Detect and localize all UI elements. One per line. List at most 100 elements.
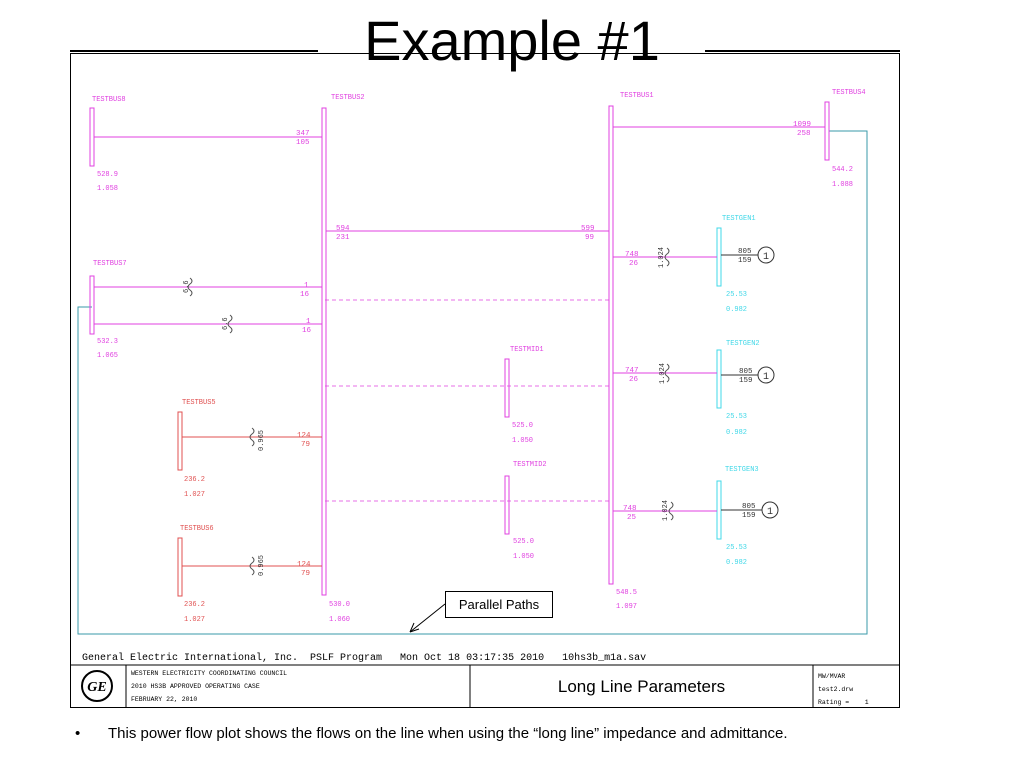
- generator-1-id: 1: [763, 252, 769, 263]
- info-rating: Rating = 1: [818, 699, 869, 706]
- flow-gen1-mw: 805: [738, 248, 752, 256]
- flow-b7-b2-b-mvar: 16: [302, 327, 312, 335]
- bus-testbus2[interactable]: [321, 107, 327, 596]
- bullet-marker: •: [75, 725, 81, 742]
- info-council: WESTERN ELECTRICITY COORDINATING COUNCIL: [131, 670, 287, 677]
- flow-b6-b2-mw: 124: [297, 561, 311, 569]
- label-testbus4: TESTBUS4: [832, 89, 866, 97]
- value-testmid1-kv: 525.0: [512, 422, 533, 430]
- bus-testbus4[interactable]: [824, 101, 830, 161]
- tap-g1: 1.024: [658, 247, 666, 268]
- bus-testbus6[interactable]: [177, 537, 183, 597]
- program-line: General Electric International, Inc. PSL…: [82, 653, 647, 664]
- bus-testbus7[interactable]: [89, 275, 95, 335]
- flow-b7-b2-a-mvar: 16: [300, 291, 310, 299]
- flow-b2-b1-left-mw: 594: [336, 225, 350, 233]
- transformer-b5: [249, 427, 255, 447]
- drawing-title: Long Line Parameters: [557, 677, 726, 696]
- value-testgen2-pu: 0.982: [726, 429, 747, 437]
- tap-b7b: 6.6: [222, 317, 230, 330]
- flow-gen3-mw: 805: [742, 503, 756, 511]
- teal-connection: [77, 130, 868, 635]
- flow-b7-b2-b-mw: 1: [306, 318, 311, 326]
- value-testmid2-kv: 525.0: [513, 538, 534, 546]
- flow-b2-b1-right-mw: 599: [581, 225, 595, 233]
- flow-b2-b1-right-mvar: 99: [585, 234, 594, 242]
- generator-3-icon[interactable]: [761, 501, 779, 519]
- value-testbus5-pu: 1.027: [184, 491, 205, 499]
- flow-b1-b4-mvar: 258: [797, 130, 811, 138]
- value-testgen3-kv: 25.53: [726, 544, 747, 552]
- tap-b5: 0.965: [258, 430, 266, 451]
- info-date: FEBRUARY 22, 2010: [131, 696, 197, 703]
- label-testgen3: TESTGEN3: [725, 466, 759, 474]
- transformer-b6: [249, 556, 255, 576]
- bullet-text: This power flow plot shows the flows on …: [108, 725, 788, 742]
- slide-title: Example #1: [0, 8, 1024, 73]
- ge-logo-icon: [81, 670, 113, 702]
- bus-testbus8[interactable]: [89, 107, 95, 167]
- tap-b7a: 6.6: [183, 280, 191, 293]
- info-units: MW/MVAR: [818, 673, 845, 680]
- callout-arrow: [409, 603, 446, 633]
- flow-b1-g1-mw: 748: [625, 251, 639, 259]
- label-testbus8: TESTBUS8: [92, 96, 126, 104]
- flow-b5-b2-mvar: 79: [301, 441, 310, 449]
- value-testbus2-pu: 1.060: [329, 616, 350, 624]
- generator-1-icon[interactable]: [757, 246, 775, 264]
- value-testbus7-kv: 532.3: [97, 338, 118, 346]
- tap-b6: 0.965: [258, 555, 266, 576]
- label-testbus1: TESTBUS1: [620, 92, 654, 100]
- flow-b8-b2-mvar: 105: [296, 139, 310, 147]
- flow-b1-g1-mvar: 26: [629, 260, 639, 268]
- generator-3-id: 1: [767, 507, 773, 518]
- flow-b1-g3-mvar: 25: [627, 514, 637, 522]
- bus-testgen2[interactable]: [716, 349, 722, 409]
- value-testbus6-pu: 1.027: [184, 616, 205, 624]
- value-testmid1-pu: 1.050: [512, 437, 533, 445]
- callout-arrowhead: [409, 622, 420, 633]
- ge-logo-text: GE: [87, 680, 106, 695]
- flow-b6-b2-mvar: 79: [301, 570, 310, 578]
- transformer-g3: [668, 501, 674, 521]
- transformer-g2: [664, 363, 670, 383]
- label-testbus5: TESTBUS5: [182, 399, 216, 407]
- generator-2-id: 1: [763, 372, 769, 383]
- flow-gen2-mw: 805: [739, 368, 753, 376]
- value-testmid2-pu: 1.050: [513, 553, 534, 561]
- label-testmid1: TESTMID1: [510, 346, 544, 354]
- bus-testgen1[interactable]: [716, 227, 722, 287]
- value-testbus8-pu: 1.058: [97, 185, 118, 193]
- tap-g2: 1.024: [659, 363, 667, 384]
- flow-b1-b4-mw: 1099: [793, 121, 811, 129]
- transformer-b7a: [187, 277, 193, 297]
- parallel-paths-callout: Parallel Paths: [445, 591, 553, 618]
- generator-2-icon[interactable]: [757, 366, 775, 384]
- value-testgen1-kv: 25.53: [726, 291, 747, 299]
- value-testbus1-kv: 548.5: [616, 589, 637, 597]
- bus-testbus1[interactable]: [608, 105, 614, 585]
- value-testbus1-pu: 1.097: [616, 603, 637, 611]
- info-case: 2010 HS3B APPROVED OPERATING CASE: [131, 683, 260, 690]
- bus-testmid1[interactable]: [504, 358, 510, 418]
- value-testgen1-pu: 0.982: [726, 306, 747, 314]
- flow-gen3-mvar: 159: [742, 512, 756, 520]
- bus-testmid2[interactable]: [504, 475, 510, 535]
- flow-gen1-mvar: 159: [738, 257, 752, 265]
- value-testbus8-kv: 528.9: [97, 171, 118, 179]
- flow-b1-g2-mw: 747: [625, 367, 639, 375]
- value-testgen2-kv: 25.53: [726, 413, 747, 421]
- flow-b8-b2-mw: 347: [296, 130, 310, 138]
- flow-b1-g3-mw: 748: [623, 505, 637, 513]
- bus-testbus5[interactable]: [177, 411, 183, 471]
- label-testbus6: TESTBUS6: [180, 525, 214, 533]
- value-testbus2-kv: 530.0: [329, 601, 350, 609]
- label-testgen1: TESTGEN1: [722, 215, 756, 223]
- label-testmid2: TESTMID2: [513, 461, 547, 469]
- bus-testgen3[interactable]: [716, 480, 722, 540]
- value-testbus7-pu: 1.065: [97, 352, 118, 360]
- value-testbus4-kv: 544.2: [832, 166, 853, 174]
- title-rule-left: [70, 50, 318, 52]
- flow-b5-b2-mw: 124: [297, 432, 311, 440]
- value-testbus4-pu: 1.088: [832, 181, 853, 189]
